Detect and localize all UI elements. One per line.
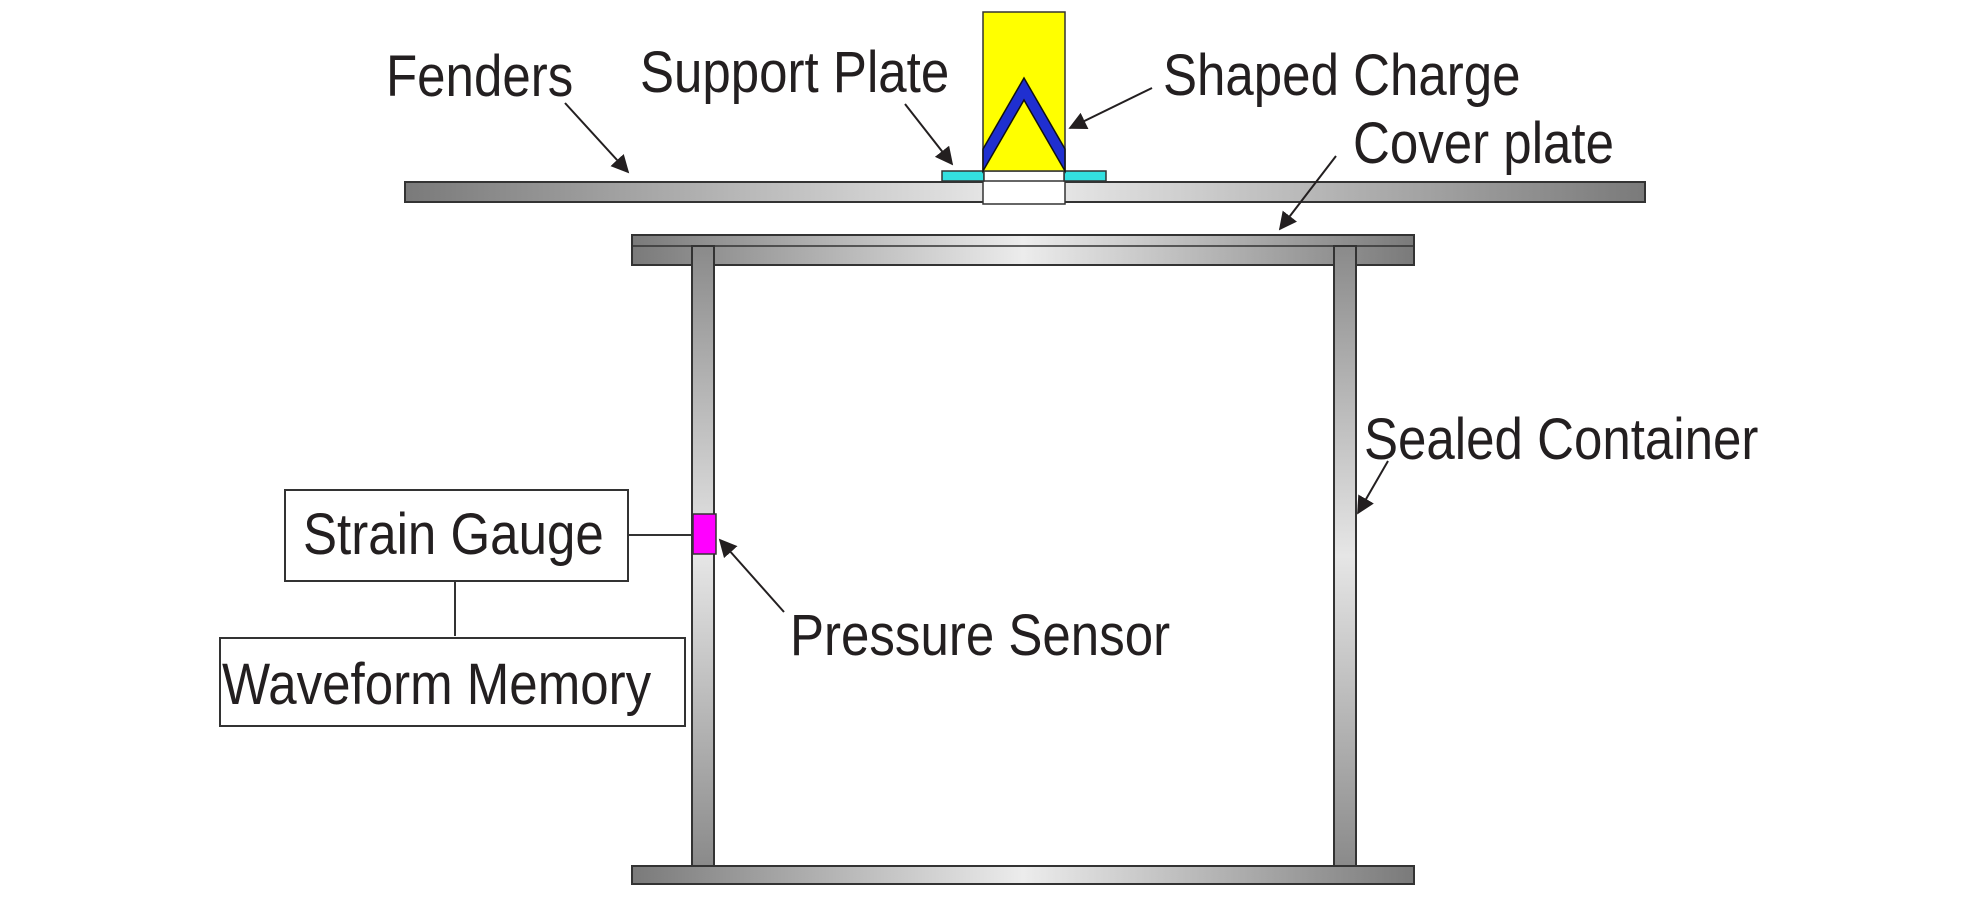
arrow-sealed-container bbox=[1357, 460, 1389, 515]
arrow-shaped-charge bbox=[1068, 87, 1153, 129]
support-plate-right bbox=[1063, 170, 1107, 182]
pressure-sensor bbox=[692, 513, 717, 555]
arrow-support-plate bbox=[904, 103, 954, 166]
label-waveform-memory: Waveform Memory bbox=[222, 652, 652, 717]
fender-hole bbox=[982, 179, 1066, 205]
waveform-memory-box bbox=[219, 637, 686, 727]
arrow-fenders bbox=[564, 102, 630, 174]
bottom-plate bbox=[631, 865, 1415, 885]
label-fenders: Fenders bbox=[386, 44, 573, 109]
label-support-plate: Support Plate bbox=[640, 40, 949, 105]
cover-plate bbox=[631, 234, 1415, 266]
label-strain-gauge: Strain Gauge bbox=[303, 502, 604, 567]
shaped-charge-liner bbox=[982, 76, 1066, 174]
label-shaped-charge: Shaped Charge bbox=[1163, 43, 1521, 108]
arrow-pressure-sensor bbox=[718, 538, 785, 613]
container-wall-left bbox=[691, 245, 715, 867]
label-cover-plate: Cover plate bbox=[1353, 111, 1614, 176]
label-pressure-sensor: Pressure Sensor bbox=[790, 603, 1170, 668]
support-plate-left bbox=[941, 170, 985, 182]
label-sealed-container: Sealed Container bbox=[1364, 407, 1758, 472]
arrow-cover-plate bbox=[1278, 155, 1337, 231]
support-plate-gap bbox=[983, 170, 1065, 182]
container-wall-right bbox=[1333, 245, 1357, 867]
